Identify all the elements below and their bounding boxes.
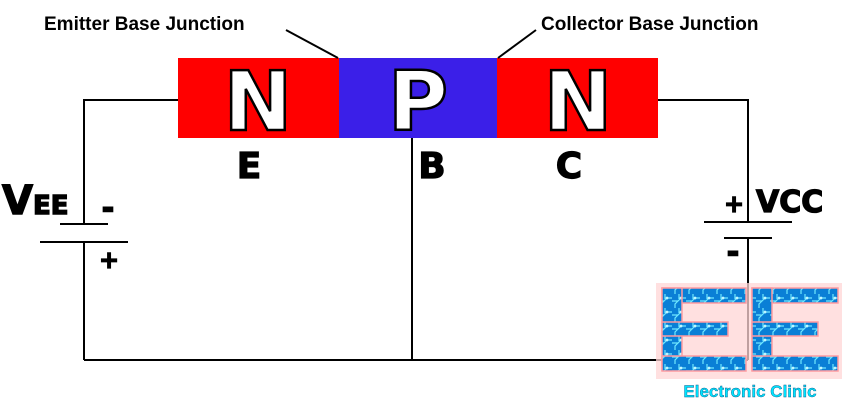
collector-region [497,58,658,138]
vee-positive-sign: + [99,246,119,274]
vee-source: VEE - + [1,177,119,274]
emitter-region [178,58,339,138]
circuit-wires [40,99,792,361]
emitter-wire [83,99,178,224]
electronic-clinic-logo: Electronic Clinic [656,283,842,401]
vcc-negative-sign: - [727,235,739,270]
collector-terminal-label: C [556,146,582,187]
collector-region-letter: N [544,55,613,150]
logo-text-band [660,381,842,401]
vee-label-sub: EE [33,191,69,221]
semiconductor-bar: N P N [178,54,658,151]
base-region [339,58,497,138]
vcc-label: VCC [756,185,823,220]
collector-wire [658,99,749,222]
vee-label-main: V [2,178,33,224]
base-region-letter: P [388,55,448,150]
emitter-base-junction-label: Emitter Base Junction [44,14,245,35]
vcc-positive-sign: + [724,190,744,218]
logo-e-right [751,287,839,372]
collector-base-leader-line [497,29,537,59]
vee-negative-sign: - [102,191,114,226]
collector-base-junction-label: Collector Base Junction [541,14,759,35]
logo-text: Electronic Clinic [683,382,816,401]
vee-label: VEE [2,178,69,224]
logo-e-left [661,287,747,372]
emitter-region-letter: N [224,55,293,150]
base-terminal-label: B [418,146,445,187]
vcc-source: + VCC - [723,184,824,270]
emitter-base-leader-line [285,29,339,59]
emitter-terminal-label: E [237,146,262,187]
